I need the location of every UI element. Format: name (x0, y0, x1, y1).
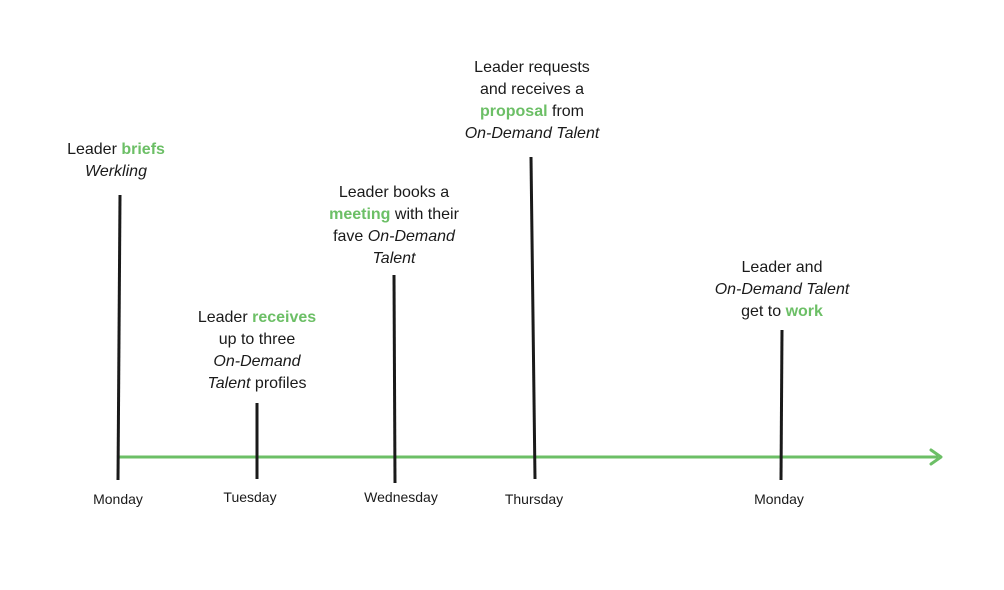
highlight-word: meeting (329, 206, 391, 223)
caption-text: from (547, 103, 584, 120)
marker-wednesday (392, 274, 397, 484)
highlight-word: work (785, 303, 823, 320)
marker-thursday (529, 156, 537, 480)
caption-text: On-Demand Talent (464, 125, 600, 142)
caption-line: and receives a (465, 79, 600, 101)
caption-text: Leader (67, 141, 122, 158)
caption-text: Talent (372, 250, 416, 267)
caption-text: Talent (207, 375, 251, 392)
caption-line: Leader receives (198, 307, 316, 329)
caption-line: Leader books a (329, 182, 459, 204)
day-label-thursday: Thursday (504, 491, 564, 507)
marker-monday-1 (116, 194, 122, 481)
caption-line: Werkling (67, 161, 165, 183)
marker-monday-2 (779, 329, 784, 481)
caption-text: On-Demand Talent (714, 281, 850, 298)
caption-text: On-Demand (367, 228, 455, 245)
caption-text: Leader and (741, 259, 823, 276)
caption-line: Talent (329, 248, 459, 270)
highlight-word: proposal (479, 103, 548, 120)
caption-line: Leader briefs (67, 139, 165, 161)
caption-line: On-Demand Talent (465, 123, 600, 145)
caption-line: meeting with their (329, 204, 459, 226)
caption-text: Leader books a (338, 184, 450, 201)
day-label-wednesday: Wednesday (364, 489, 438, 505)
caption-line: proposal from (465, 101, 600, 123)
day-label-monday-2: Monday (754, 491, 804, 507)
caption-line: up to three (198, 329, 316, 351)
caption-text: fave (333, 228, 368, 245)
caption-line: On-Demand Talent (715, 279, 850, 301)
caption-text: Leader (197, 309, 253, 326)
highlight-word: receives (252, 309, 317, 326)
arrow-right-icon (929, 448, 943, 466)
caption-text: and receives a (479, 81, 585, 98)
caption-line: Talent profiles (198, 373, 316, 395)
caption-line: get to work (715, 301, 850, 323)
day-label-tuesday: Tuesday (223, 489, 277, 505)
caption-line: On-Demand (198, 351, 316, 373)
caption-line: fave On-Demand (329, 226, 459, 248)
caption-line: Leader requests (465, 57, 600, 79)
caption-text: up to three (218, 331, 296, 348)
caption-text: get to (741, 303, 786, 320)
caption-line: Leader and (715, 257, 850, 279)
caption-text: with their (390, 206, 459, 223)
highlight-word: briefs (121, 141, 165, 158)
event-caption-thursday-proposal: Leader requests and receives a proposal fr… (465, 57, 600, 145)
caption-text: Leader requests (474, 59, 590, 76)
day-label-monday-1: Monday (93, 491, 143, 507)
caption-text: profiles (250, 375, 307, 392)
caption-text: Werkling (85, 163, 147, 180)
caption-text: On-Demand (213, 353, 301, 370)
